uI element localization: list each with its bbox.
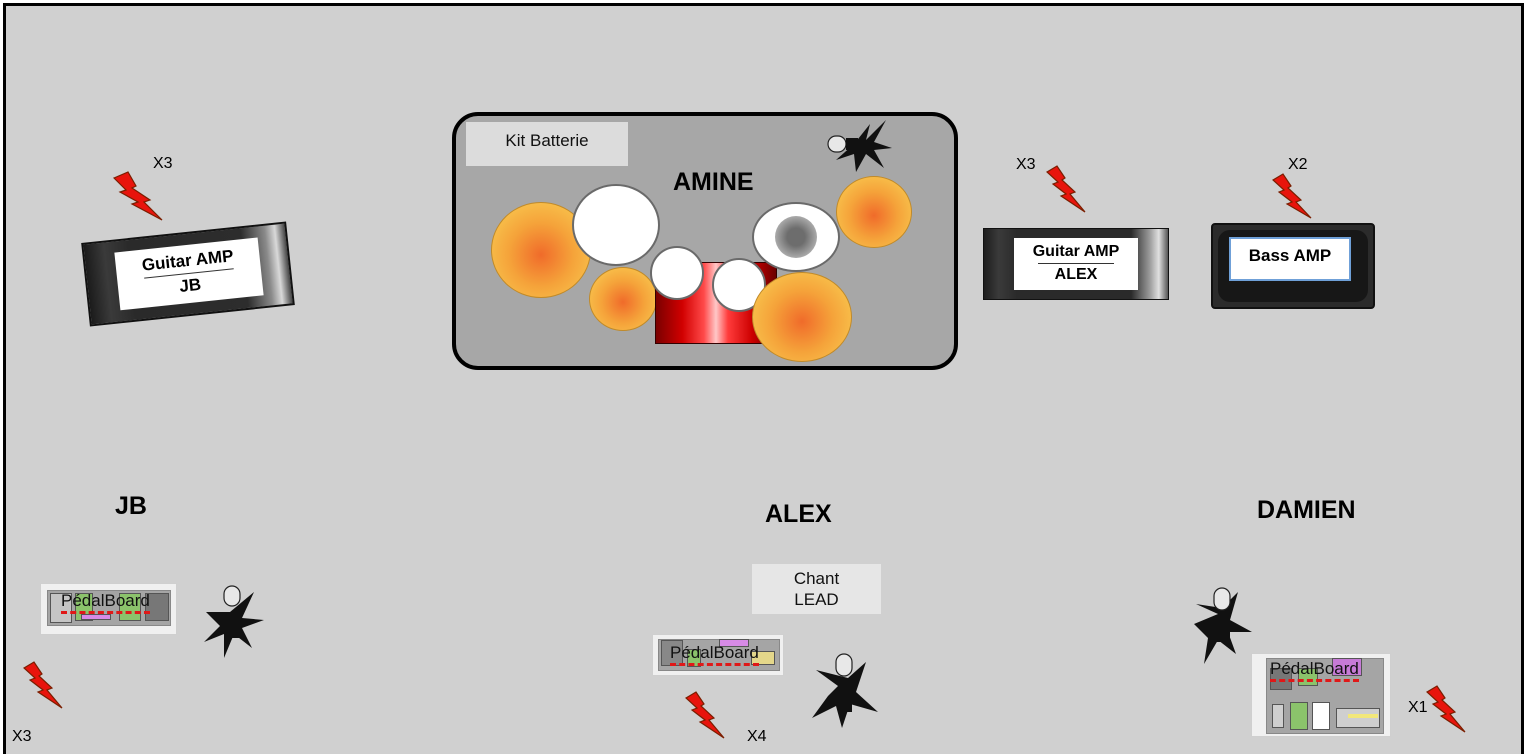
ride-cymbal	[836, 176, 912, 248]
pedal-module	[751, 651, 775, 665]
microphone-stand-icon	[827, 120, 892, 172]
snare-drum	[650, 246, 704, 300]
amp-label-owner: ALEX	[1054, 266, 1098, 283]
amp-label-divider	[1037, 263, 1115, 264]
vocal-label-line2: LEAD	[794, 590, 839, 609]
crash-cymbal-left	[491, 202, 591, 298]
power-outlet-count: X4	[747, 728, 767, 745]
pedalboard-label: PédalBoard	[1270, 660, 1359, 682]
power-outlet-count: X2	[1288, 156, 1308, 173]
pedal-module	[1332, 658, 1362, 676]
pedal-module	[81, 614, 111, 620]
drum-kit-label: Kit Batterie	[466, 122, 628, 166]
vocal-label-line1: Chant	[793, 569, 840, 588]
rack-tom-1	[572, 184, 660, 266]
amp-label: Bass AMP	[1229, 237, 1351, 281]
pedal-module	[1336, 708, 1380, 728]
lead-vocal-position: Chant LEAD	[752, 564, 881, 614]
amp-label-owner: JB	[178, 274, 202, 296]
lightning-icon	[684, 691, 725, 739]
pedal-module	[1272, 704, 1284, 728]
pedalboard-jb: PédalBoard	[40, 583, 177, 635]
power-outlet-count: X3	[12, 728, 32, 745]
amp-label: Guitar AMP ALEX	[1014, 238, 1138, 290]
lightning-icon	[1425, 685, 1466, 733]
pedal-module	[1348, 714, 1378, 718]
pedal-module	[50, 593, 72, 623]
lightning-icon	[1271, 173, 1312, 219]
power-outlet-count: X3	[1016, 156, 1036, 173]
microphone-stand-icon	[204, 585, 264, 658]
amp-label: Guitar AMP JB	[114, 237, 264, 311]
pedal-module	[1290, 702, 1308, 730]
pedalboard-label: PédalBoard	[670, 644, 759, 666]
microphone-stand-icon	[1194, 587, 1252, 664]
pedalboard-label: PédalBoard	[61, 592, 150, 614]
musician-name-jb: JB	[115, 492, 147, 520]
pedal-module	[719, 639, 749, 647]
drummer-name: AMINE	[673, 168, 754, 196]
lightning-icon	[22, 661, 63, 709]
musician-name-damien: DAMIEN	[1257, 496, 1356, 524]
microphone-stand-icon	[812, 653, 878, 728]
bass-amp: Bass AMP	[1211, 223, 1375, 309]
power-outlet-count: X1	[1408, 699, 1428, 716]
floor-tom-head	[775, 216, 817, 258]
floor-tom	[752, 202, 840, 272]
crash-cymbal-right	[752, 272, 852, 362]
pedalboard-damien: PédalBoard	[1251, 653, 1391, 737]
pedal-module	[687, 649, 701, 667]
lightning-icon	[112, 171, 163, 221]
pedal-module	[145, 593, 169, 621]
lightning-icon	[1045, 165, 1086, 213]
power-outlet-count: X3	[153, 155, 173, 172]
pedalboard-alex: PédalBoard	[652, 634, 784, 676]
musician-name-alex: ALEX	[765, 500, 832, 528]
pedal-module	[119, 593, 141, 621]
guitar-amp-alex: Guitar AMP ALEX	[983, 228, 1169, 300]
pedal-module	[1312, 702, 1330, 730]
amp-label-title: Guitar AMP	[1032, 243, 1120, 260]
hi-hat-cymbal	[589, 267, 657, 331]
